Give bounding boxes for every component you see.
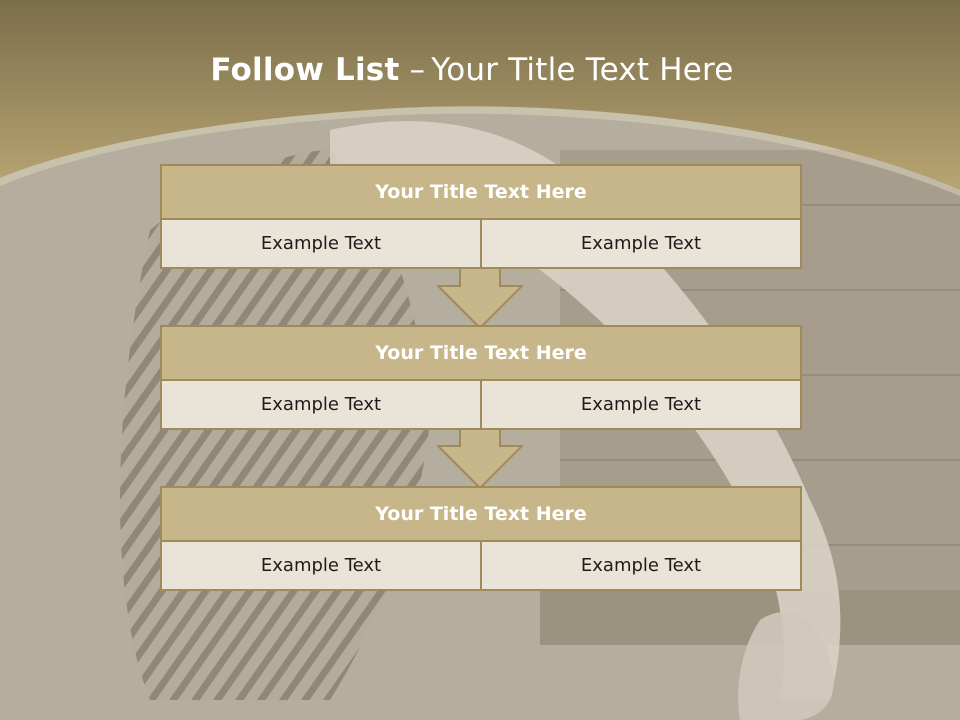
list-block-row: Example Text Example Text <box>160 542 802 591</box>
slide-title-separator: – <box>409 52 426 88</box>
list-block-title: Your Title Text Here <box>160 164 802 220</box>
list-block-cell-left: Example Text <box>160 381 482 430</box>
list-block-3: Your Title Text Here Example Text Exampl… <box>160 486 802 591</box>
list-block-cell-right: Example Text <box>482 381 802 430</box>
list-block-row: Example Text Example Text <box>160 220 802 269</box>
slide-title: Follow List–Your Title Text Here <box>0 52 944 88</box>
list-block-cell-right: Example Text <box>482 220 802 269</box>
list-block-title: Your Title Text Here <box>160 325 802 381</box>
down-arrow-icon <box>436 268 524 330</box>
list-block-1: Your Title Text Here Example Text Exampl… <box>160 164 802 269</box>
list-block-cell-right: Example Text <box>482 542 802 591</box>
list-block-2: Your Title Text Here Example Text Exampl… <box>160 325 802 430</box>
slide-title-bold: Follow List <box>210 52 400 88</box>
down-arrow-icon <box>436 428 524 490</box>
list-block-cell-left: Example Text <box>160 220 482 269</box>
list-block-row: Example Text Example Text <box>160 381 802 430</box>
list-block-cell-left: Example Text <box>160 542 482 591</box>
list-block-title: Your Title Text Here <box>160 486 802 542</box>
slide-title-rest: Your Title Text Here <box>431 52 734 88</box>
